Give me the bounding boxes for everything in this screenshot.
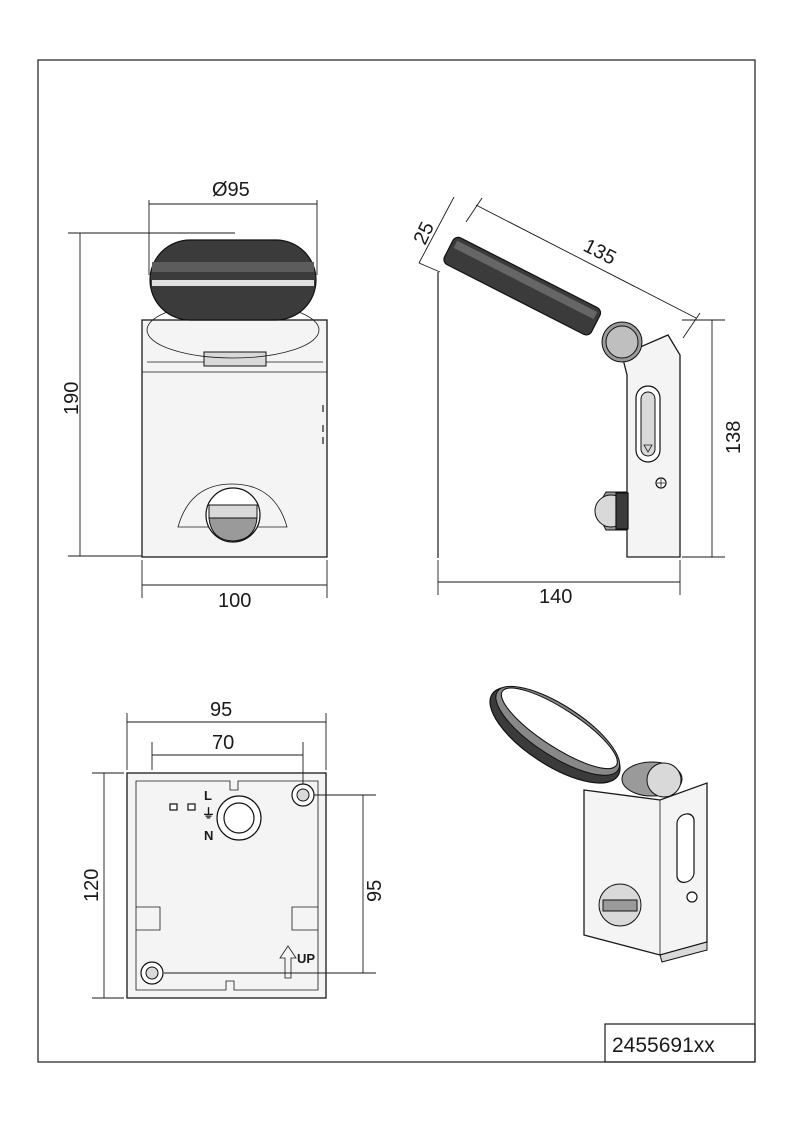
front-height-label: 190 <box>61 382 83 415</box>
side-view: 25 135 138 140 <box>410 196 745 608</box>
drawing-frame <box>37 59 756 1063</box>
terminal-l-label: L <box>204 788 212 803</box>
terminal-n-label: N <box>204 828 213 843</box>
side-depth-label: 140 <box>539 586 572 608</box>
back-height-label: 120 <box>81 869 103 902</box>
product-code: 2455691xx <box>612 1034 715 1057</box>
back-hole-spacing-label: 70 <box>212 732 234 754</box>
product-code-box <box>604 1023 756 1063</box>
side-thickness-label: 25 <box>410 219 439 248</box>
front-diameter-label: Ø95 <box>212 179 250 201</box>
front-view: Ø95 190 100 <box>61 179 328 612</box>
side-arm-label: 135 <box>580 235 620 270</box>
front-width-label: 100 <box>218 590 251 612</box>
up-label: UP <box>297 951 315 966</box>
earth-symbol: ⏚ <box>202 806 215 821</box>
perspective-view <box>489 685 708 963</box>
back-vertical-spacing-label: 95 <box>364 880 386 902</box>
side-height-label: 138 <box>723 421 745 454</box>
back-view: L ⏚ N UP 95 70 120 95 <box>81 699 386 999</box>
up-arrow-icon <box>279 945 297 979</box>
back-outer-width-label: 95 <box>210 699 232 721</box>
